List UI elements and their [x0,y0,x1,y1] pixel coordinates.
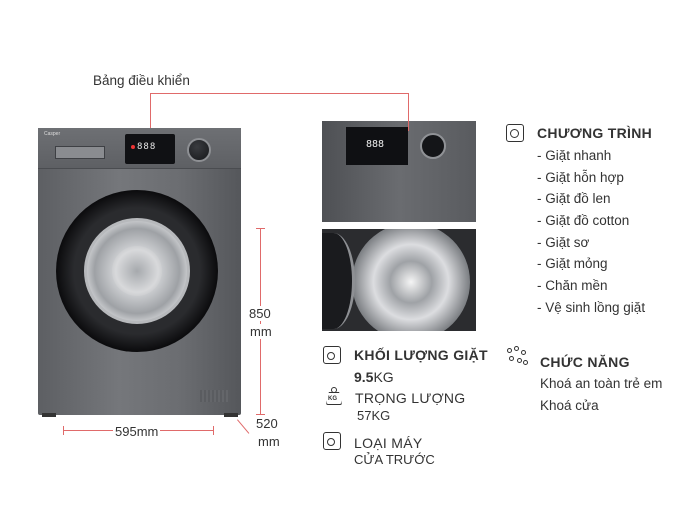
list-item: - Giặt đồ len [537,191,611,207]
list-item: - Vệ sinh lồng giặt [537,299,646,315]
machine-foot [42,413,56,417]
weight-value: 57KG [357,408,391,423]
list-item: - Giặt đồ cotton [537,213,630,229]
capacity-icon [323,346,341,364]
list-item: - Giặt mỏng [537,256,608,272]
callout-line [150,93,408,94]
height-dimension-unit: mm [250,324,272,339]
list-item: - Giặt hỗn hợp [537,169,624,185]
dimension-tick [213,426,214,435]
closeup-display-digits: 888 [366,139,385,150]
detergent-drawer [55,146,105,159]
list-item: - Chăn mền [537,278,608,294]
washer-type-icon [323,432,341,450]
weight-icon-label: KG [328,396,337,402]
depth-dimension-value: 520 [256,416,278,431]
program-knob [187,138,211,162]
dimension-tick [63,426,64,435]
feature-item: Khoá cửa [540,398,599,413]
capacity-number: 9.5 [354,369,374,385]
feature-item: Khoá an toàn trẻ em [540,376,663,391]
dimension-tick [256,228,265,229]
type-value: CỬA TRƯỚC [354,452,435,467]
width-dimension: 595mm [113,424,161,439]
list-item: - Giặt sơ [537,234,590,250]
type-heading: LOẠI MÁY [354,435,423,451]
dimension-tick [256,414,265,415]
program-heading: CHƯƠNG TRÌNH [537,125,653,141]
drum-closeup [322,229,476,331]
height-dimension-line [260,228,261,414]
functions-icon [505,346,529,370]
display-digits: 888 [137,142,157,152]
weight-heading: TRỌNG LƯỢNG [355,390,466,406]
program-list: - Giặt nhanh - Giặt hỗn hợp - Giặt đồ le… [537,145,645,319]
capacity-unit: KG [373,369,394,385]
callout-line [408,93,409,130]
callout-line [150,93,151,145]
depth-dimension-unit: mm [258,434,280,449]
control-panel-label: Bảng điều khiển [93,73,190,88]
list-item: - Giặt nhanh [537,148,612,163]
brand-logo: Casper [44,131,61,137]
height-dimension-value: 850 [249,306,271,321]
depth-dimension-line [237,419,250,434]
capacity-value: 9.5KG [354,369,394,385]
control-panel-closeup: 888 [322,121,476,222]
features-heading: CHỨC NĂNG [540,354,630,370]
machine-foot [224,413,238,417]
weight-icon: KG [326,387,342,405]
washer-program-icon [506,124,524,142]
drum-center [112,246,162,296]
machine-display: 888 [125,134,175,164]
service-vent [200,390,230,402]
capacity-heading: KHỐI LƯỢNG GIẶT [354,347,488,363]
